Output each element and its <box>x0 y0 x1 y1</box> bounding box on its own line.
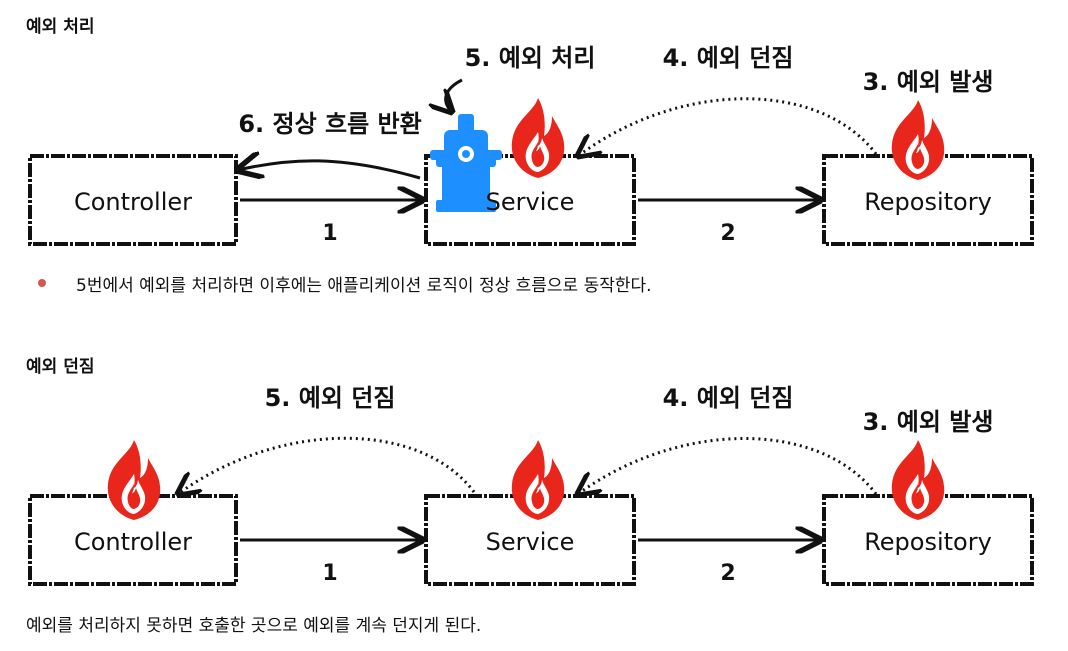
arrow-label-1: 1 <box>322 221 337 246</box>
annotation-normal-flow: 6. 정상 흐름 반환 <box>238 110 421 138</box>
arrow-label-2: 2 <box>720 561 735 586</box>
flame-icon-controller <box>107 440 161 520</box>
flame-icon-service <box>511 98 565 178</box>
flame-icon-repository <box>891 100 945 180</box>
controller-box <box>28 154 238 246</box>
handle-pointer-arrow <box>446 78 463 112</box>
bullet-dot <box>38 279 46 287</box>
service-label: Service <box>486 188 575 216</box>
section2-note: 예외를 처리하지 못하면 호출한 곳으로 예외를 계속 던지게 된다. <box>26 616 482 636</box>
normal-return-arrow <box>238 161 421 178</box>
throw-arrow-repo-to-service <box>578 437 878 495</box>
controller-label: Controller <box>74 528 192 556</box>
repository-box <box>822 154 1034 246</box>
section1-bullet-text: 5번에서 예외를 처리하면 이후에는 애플리케이션 로직이 정상 흐름으로 동작… <box>76 276 652 296</box>
section2-heading: 예외 던짐 <box>26 357 95 377</box>
section2-diagram: Controller Service Repository 1 2 5. 예외 … <box>28 384 1034 586</box>
annotation-exception-thrown: 4. 예외 던짐 <box>663 44 794 72</box>
section1-diagram: Controller Service Repository 1 2 5. 예외 … <box>28 44 1034 246</box>
controller-label: Controller <box>74 188 192 216</box>
annotation-exception-raised: 3. 예외 발생 <box>863 68 994 96</box>
annotation-exception-thrown-service: 5. 예외 던짐 <box>265 384 396 412</box>
repository-box <box>822 494 1034 586</box>
flame-icon-repository <box>891 440 945 520</box>
annotation-exception-handled: 5. 예외 처리 <box>465 44 596 72</box>
throw-arrow-service-to-controller <box>178 436 476 494</box>
service-box <box>424 494 636 586</box>
annotation-exception-raised: 3. 예외 발생 <box>863 408 994 436</box>
flame-icon-service <box>511 440 565 520</box>
annotation-exception-thrown-repo: 4. 예외 던짐 <box>663 384 794 412</box>
repository-label: Repository <box>864 528 992 556</box>
service-box <box>424 154 636 246</box>
throw-arrow-repo-to-service <box>578 97 878 156</box>
service-label: Service <box>486 528 575 556</box>
arrow-label-2: 2 <box>720 221 735 246</box>
arrow-label-1: 1 <box>322 561 337 586</box>
repository-label: Repository <box>864 188 992 216</box>
fire-hydrant-icon <box>430 114 502 212</box>
section1-heading: 예외 처리 <box>26 17 95 37</box>
